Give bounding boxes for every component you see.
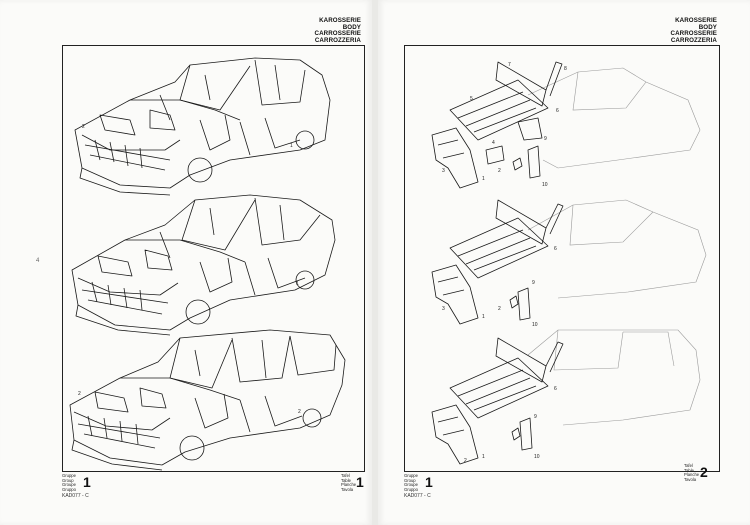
callout-number: 6 [554, 246, 557, 252]
callout-number: 6 [556, 108, 559, 114]
header-line-en: BODY [342, 23, 361, 31]
plate-number: 2 [700, 464, 708, 480]
callout-number: 1 [482, 176, 485, 182]
callout-number: 8 [564, 66, 567, 72]
body-shell-estate-drawing [69, 329, 346, 471]
callout-number: 10 [534, 454, 540, 460]
callout-number: 2 [82, 124, 85, 130]
callout-number: 1 [482, 314, 485, 320]
callout-number: 9 [544, 136, 547, 142]
callout-number: 5 [470, 96, 473, 102]
group-number: 1 [83, 474, 91, 490]
catalog-code: KAD077 - C [404, 493, 431, 499]
callout-number: 2 [78, 391, 81, 397]
callout-number: 3 [442, 168, 445, 174]
section-header: KAROSSERIE BODY CARROSSERIE CARROZZERIA [314, 17, 361, 44]
callout-number: 1 [482, 454, 485, 460]
callout-number: 2 [498, 168, 501, 174]
front-panel-set-2-drawing [431, 199, 564, 325]
group-number: 1 [425, 474, 433, 490]
plate-labels: Tafel Table Planche Tavola [684, 463, 700, 482]
callout-number: 3 [442, 306, 445, 312]
front-panel-exploded-drawings: 1 2 3 4 5 6 7 8 9 10 1 2 3 6 9 10 1 2 6 … [431, 61, 707, 465]
header-line-fr: CARROSSERIE [314, 30, 361, 38]
estate-outline-drawing [527, 329, 701, 426]
header-line-en: BODY [698, 23, 717, 31]
header-line-de: KAROSSERIE [319, 17, 361, 24]
body-shell-coupe-drawing [71, 194, 336, 336]
margin-mark: 4 [36, 258, 40, 264]
sedan-outline-drawing [527, 67, 701, 169]
callout-number: 2 [498, 306, 501, 312]
callout-number: 10 [532, 322, 538, 328]
group-labels: Gruppe Group Groupe Gruppo [62, 473, 76, 492]
plate-number: 1 [356, 474, 364, 490]
header-line-it: CARROZZERIA [670, 36, 717, 44]
body-shell-sedan-2door-drawing [74, 57, 331, 196]
catalog-page-right: KAROSSERIE BODY CARROSSERIE CARROZZERIA [378, 0, 750, 525]
callout-number: 4 [492, 140, 495, 146]
callout-number: 9 [532, 280, 535, 286]
header-line-de: KAROSSERIE [675, 17, 717, 24]
illustration-frame [404, 45, 720, 472]
front-panel-set-1-drawing [431, 61, 563, 189]
callout-number: 1 [290, 143, 293, 149]
callout-number: 2 [298, 409, 301, 415]
callout-number: 1 [296, 281, 299, 287]
callout-number: 7 [508, 62, 511, 68]
callout-number: 9 [534, 414, 537, 420]
catalog-page-left: KAROSSERIE BODY CARROSSERIE CARROZZERIA … [0, 0, 372, 525]
callout-number: 6 [554, 386, 557, 392]
header-line-fr: CARROSSERIE [670, 30, 717, 38]
body-shell-drawings: 1 1 2 2 2 [69, 57, 346, 471]
section-header: KAROSSERIE BODY CARROSSERIE CARROZZERIA [670, 17, 717, 44]
callout-number: 10 [542, 182, 548, 188]
coupe-outline-drawing [527, 199, 707, 299]
header-line-it: CARROZZERIA [314, 36, 361, 44]
group-labels: Gruppe Group Groupe Gruppo [404, 473, 418, 492]
illustration-frame [62, 45, 365, 472]
callout-number: 2 [464, 458, 467, 464]
front-panel-set-3-drawing [431, 337, 564, 465]
catalog-code: KAD077 - C [62, 493, 89, 499]
plate-labels: Tafel Table Planche Tavola [341, 473, 357, 492]
